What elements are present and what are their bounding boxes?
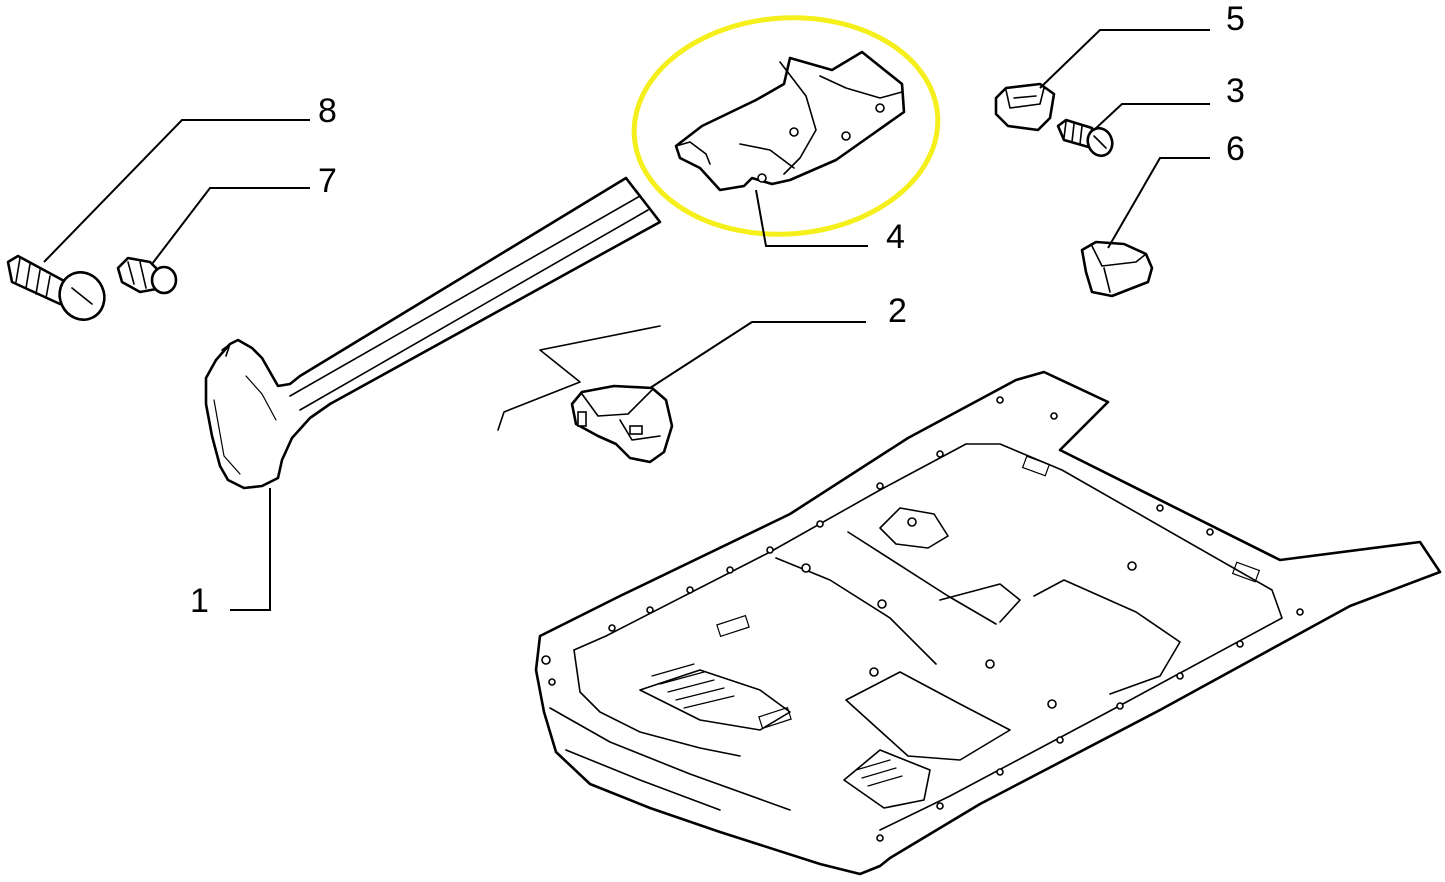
callout-5: 5 xyxy=(1226,0,1245,38)
part-4-sill-end-cover[interactable] xyxy=(674,50,906,192)
leader-3 xyxy=(1093,103,1210,131)
callout-1: 1 xyxy=(190,582,209,620)
callout-7: 7 xyxy=(318,162,337,200)
part-8-screw[interactable] xyxy=(6,254,112,327)
leader-4 xyxy=(755,189,868,247)
part-6-expanding-clip[interactable] xyxy=(1080,240,1154,298)
leader-1 xyxy=(230,488,271,611)
part-1-sill-trim[interactable] xyxy=(204,176,662,490)
callout-8: 8 xyxy=(318,92,337,130)
part-3-screw[interactable] xyxy=(1056,118,1116,159)
callout-6: 6 xyxy=(1226,130,1245,168)
leader-7 xyxy=(151,187,310,265)
part-2-bracket[interactable] xyxy=(497,325,674,464)
leader-lines xyxy=(43,29,1210,611)
leader-8 xyxy=(43,119,310,263)
floor-tray xyxy=(534,370,1442,876)
part-5-clip-nut[interactable] xyxy=(994,82,1056,132)
callout-2: 2 xyxy=(888,292,907,330)
part-4-highlight-ring xyxy=(631,15,941,237)
leader-2 xyxy=(649,321,866,389)
part-7-clip[interactable] xyxy=(116,256,178,295)
leader-6 xyxy=(1107,157,1210,249)
callout-4: 4 xyxy=(886,218,905,256)
callout-3: 3 xyxy=(1226,72,1245,110)
callout-numbers: 1 2 3 4 5 6 7 8 xyxy=(190,0,1245,620)
leader-5 xyxy=(1039,29,1210,89)
